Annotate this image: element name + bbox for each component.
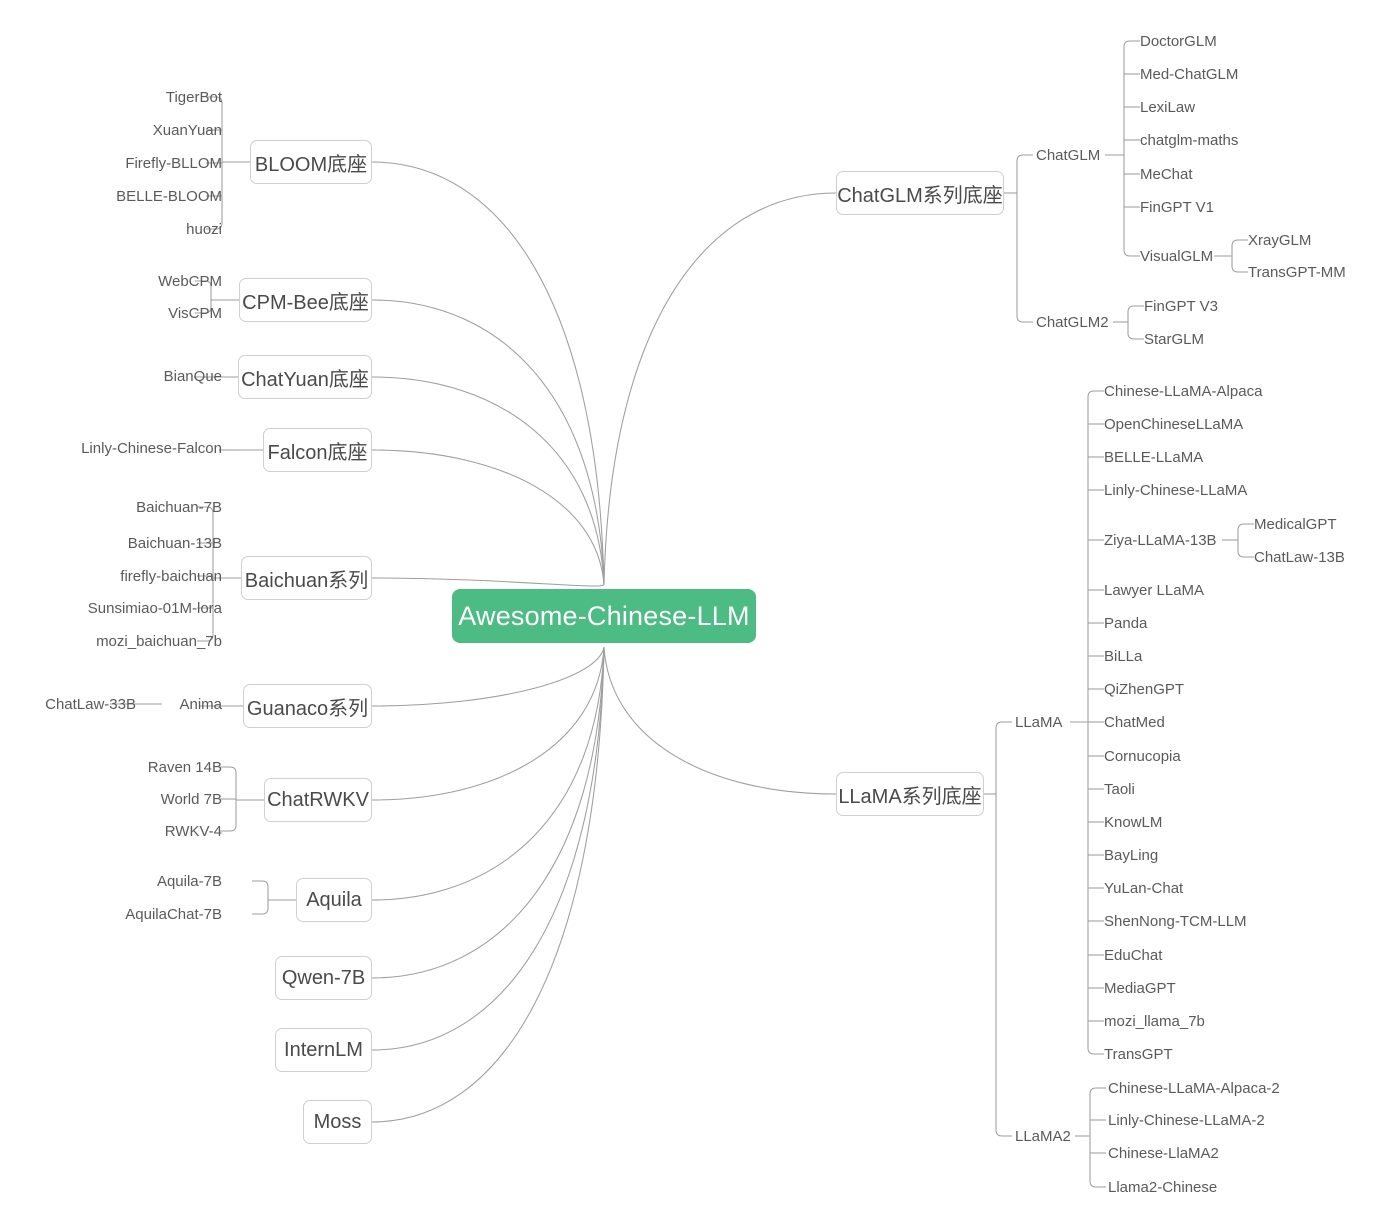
leaf-chinese-llama-alpaca[interactable]: Chinese-LLaMA-Alpaca: [1104, 382, 1263, 400]
leaf-viscpm[interactable]: VisCPM: [168, 304, 222, 322]
branch-node-qwen-7b[interactable]: Qwen-7B: [275, 956, 372, 1000]
leaf-huozi[interactable]: huozi: [186, 220, 222, 238]
branch-node-cpm-bee[interactable]: CPM-Bee底座: [239, 278, 372, 322]
leaf-mozi-baichuan-7b[interactable]: mozi_baichuan_7b: [96, 632, 222, 650]
leaf-chatlaw-33b[interactable]: ChatLaw-33B: [45, 695, 136, 713]
leaf-ziya-llama-13b[interactable]: Ziya-LLaMA-13B: [1104, 531, 1217, 549]
leaf-anima[interactable]: Anima: [179, 695, 222, 713]
leaf-xuanyuan[interactable]: XuanYuan: [152, 121, 222, 139]
leaf-yulan-chat[interactable]: YuLan-Chat: [1104, 879, 1184, 897]
branch-node-llama[interactable]: LLaMA系列底座: [836, 772, 984, 816]
leaf-belle-llama[interactable]: BELLE-LLaMA: [1104, 448, 1204, 466]
leaf-chatlaw-13b[interactable]: ChatLaw-13B: [1254, 548, 1345, 566]
center-node-awesome-chinese-llm[interactable]: Awesome-Chinese-LLM: [452, 589, 756, 643]
branch-node-chatglm[interactable]: ChatGLM系列底座: [836, 171, 1004, 215]
leaf-lawyer-llama[interactable]: Lawyer LLaMA: [1104, 581, 1205, 599]
leaf-transgpt[interactable]: TransGPT: [1104, 1045, 1173, 1063]
leaf-mechat[interactable]: MeChat: [1140, 165, 1193, 183]
branch-node-guanaco[interactable]: Guanaco系列: [243, 684, 372, 728]
leaf-chatglm-maths[interactable]: chatglm-maths: [1140, 131, 1239, 149]
leaf-linly-chinese-llama[interactable]: Linly-Chinese-LLaMA: [1104, 481, 1248, 499]
leaf-fingpt-v3[interactable]: FinGPT V3: [1144, 297, 1218, 315]
leaf-visualglm[interactable]: VisualGLM: [1140, 247, 1214, 265]
leaf-chinese-llama2[interactable]: Chinese-LlaMA2: [1108, 1144, 1219, 1162]
leaf-bianque[interactable]: BianQue: [163, 367, 222, 385]
leaf-world-7b[interactable]: World 7B: [160, 790, 222, 808]
leaf-raven-14b[interactable]: Raven 14B: [147, 758, 222, 776]
leaf-med-chatglm[interactable]: Med-ChatGLM: [1140, 65, 1239, 83]
leaf-mozi-llama-7b[interactable]: mozi_llama_7b: [1104, 1012, 1205, 1030]
leaf-mediagpt[interactable]: MediaGPT: [1104, 979, 1176, 997]
leaf-rwkv-4[interactable]: RWKV-4: [164, 822, 222, 840]
leaf-doctorglm[interactable]: DoctorGLM: [1140, 32, 1217, 50]
leaf-llama2-chinese[interactable]: Llama2-Chinese: [1108, 1178, 1218, 1196]
leaf-lexilaw[interactable]: LexiLaw: [1140, 98, 1196, 116]
leaf-linly-chinese-falcon[interactable]: Linly-Chinese-Falcon: [81, 439, 222, 457]
leaf-webcpm[interactable]: WebCPM: [158, 272, 222, 290]
leaf-fingpt-v1[interactable]: FinGPT V1: [1140, 198, 1214, 216]
leaf-baichuan-7b[interactable]: Baichuan-7B: [136, 498, 222, 516]
leaf-aquilachat-7b[interactable]: AquilaChat-7B: [125, 905, 222, 923]
leaf-baichuan-13b[interactable]: Baichuan-13B: [127, 534, 222, 552]
branch-node-bloom[interactable]: BLOOM底座: [250, 140, 372, 184]
leaf-belle-bloom[interactable]: BELLE-BLOOM: [116, 187, 222, 205]
leaf-sunsimiao-01m-lora[interactable]: Sunsimiao-01M-lora: [87, 599, 222, 617]
leaf-linly-chinese-llama-2[interactable]: Linly-Chinese-LLaMA-2: [1108, 1111, 1265, 1129]
leaf-taoli[interactable]: Taoli: [1104, 780, 1135, 798]
leaf-medicalgpt[interactable]: MedicalGPT: [1254, 515, 1337, 533]
leaf-panda[interactable]: Panda: [1104, 614, 1148, 632]
leaf-shennong-tcm-llm[interactable]: ShenNong-TCM-LLM: [1104, 912, 1247, 930]
mid-node-llama2[interactable]: LLaMA2: [1015, 1127, 1071, 1145]
leaf-chinese-llama-alpaca-2[interactable]: Chinese-LLaMA-Alpaca-2: [1108, 1079, 1280, 1097]
leaf-starglm[interactable]: StarGLM: [1144, 330, 1205, 348]
leaf-transgpt-mm[interactable]: TransGPT-MM: [1248, 263, 1346, 281]
leaf-aquila-7b[interactable]: Aquila-7B: [156, 872, 222, 890]
leaf-cornucopia[interactable]: Cornucopia: [1104, 747, 1181, 765]
leaf-firefly-baichuan[interactable]: firefly-baichuan: [120, 567, 222, 585]
leaf-bayling[interactable]: BayLing: [1104, 846, 1159, 864]
leaf-chatmed[interactable]: ChatMed: [1104, 713, 1165, 731]
branch-node-chatyuan[interactable]: ChatYuan底座: [238, 355, 372, 399]
leaf-educhat[interactable]: EduChat: [1104, 946, 1163, 964]
leaf-billa[interactable]: BiLLa: [1104, 647, 1143, 665]
branch-node-baichuan[interactable]: Baichuan系列: [241, 556, 372, 600]
branch-node-chatrwkv[interactable]: ChatRWKV: [264, 778, 372, 822]
leaf-knowlm[interactable]: KnowLM: [1104, 813, 1163, 831]
leaf-firefly-bllom[interactable]: Firefly-BLLOM: [125, 154, 222, 172]
leaf-qizhengpt[interactable]: QiZhenGPT: [1104, 680, 1185, 698]
leaf-openchinesellama[interactable]: OpenChineseLLaMA: [1104, 415, 1244, 433]
branch-node-falcon[interactable]: Falcon底座: [263, 428, 372, 472]
branch-node-internlm[interactable]: InternLM: [275, 1028, 372, 1072]
branch-node-moss[interactable]: Moss: [303, 1100, 372, 1144]
mid-node-chatglm2[interactable]: ChatGLM2: [1036, 313, 1109, 331]
mid-node-chatglm[interactable]: ChatGLM: [1036, 146, 1101, 164]
mid-node-llama[interactable]: LLaMA: [1015, 713, 1063, 731]
leaf-xrayglm[interactable]: XrayGLM: [1248, 231, 1312, 249]
branch-node-aquila[interactable]: Aquila: [296, 878, 372, 922]
leaf-tigerbot[interactable]: TigerBot: [165, 88, 222, 106]
